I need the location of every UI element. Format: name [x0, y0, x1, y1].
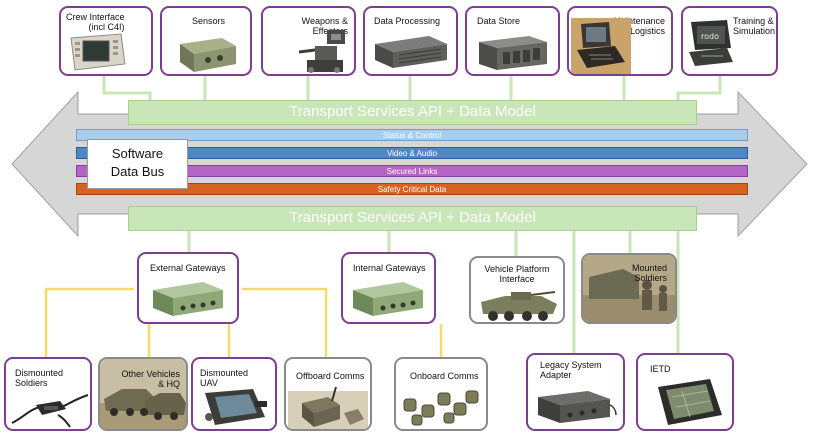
yellow-connectors	[44, 287, 443, 357]
vehicle-convoy-icon	[100, 359, 186, 429]
crew-interface-box[interactable]: Crew Interface (incl C4I)	[59, 6, 153, 76]
band-video-audio: Video & Audio	[76, 147, 748, 159]
sensors-box[interactable]: Sensors	[160, 6, 252, 76]
uav-controller-icon	[205, 389, 267, 425]
external-gateways-label: External Gateways	[150, 263, 226, 273]
vehicle-platform-interface-label: Vehicle Platform Interface	[484, 264, 550, 284]
training-laptop-icon: rodo	[689, 20, 733, 66]
bus-title-line2: Data Bus	[110, 164, 165, 179]
legacy-system-adapter-label: Legacy System Adapter	[540, 360, 602, 380]
radio-icon	[288, 386, 368, 429]
connector-training	[676, 76, 722, 100]
rack-server-icon	[375, 36, 447, 68]
weapon-station-icon	[298, 30, 345, 73]
connector-dismounted-soldiers	[44, 287, 134, 357]
soldier-hub-icon	[11, 394, 89, 428]
offboard-comms-label: Offboard Comms	[296, 371, 365, 381]
rugged-tablet-icon	[658, 379, 722, 425]
external-gateways-box[interactable]: External Gateways	[137, 252, 239, 324]
onboard-comms-label: Onboard Comms	[410, 371, 479, 381]
connectors-icon	[403, 390, 479, 426]
gateway-box-icon	[353, 282, 423, 316]
bus-title-line1: Software	[111, 146, 164, 161]
dismounted-uav-label: Dismounted UAV	[200, 368, 249, 388]
training-simulation-label: Training & Simulation	[733, 16, 776, 36]
dismounted-soldiers-box[interactable]: Dismounted Soldiers	[4, 357, 92, 431]
mounted-soldiers-label: Mounted Soldiers	[631, 263, 667, 283]
bus-arrow-shape	[11, 90, 808, 238]
rugged-laptop-icon	[571, 18, 631, 74]
dismounted-soldiers-label: Dismounted Soldiers	[15, 368, 64, 388]
mounted-soldiers-icon	[583, 255, 675, 322]
bottom-api-bar: Transport Services API + Data Model	[128, 206, 697, 231]
data-store-label: Data Store	[477, 16, 521, 26]
crew-interface-label: Crew Interface (incl C4I)	[66, 12, 125, 32]
data-processing-label: Data Processing	[374, 16, 441, 26]
offboard-comms-box[interactable]: Offboard Comms	[284, 357, 372, 431]
top-api-bar: Transport Services API + Data Model	[128, 100, 697, 125]
armoured-vehicle-icon	[481, 291, 557, 321]
onboard-comms-box[interactable]: Onboard Comms	[394, 357, 488, 431]
weapons-effectors-box[interactable]: Weapons & Effectors	[261, 6, 356, 76]
green-connectors	[102, 76, 722, 353]
ietd-box[interactable]: IETD	[636, 353, 734, 431]
dismounted-uav-box[interactable]: Dismounted UAV	[191, 357, 277, 431]
internal-gateways-label: Internal Gateways	[353, 263, 426, 273]
sensors-label: Sensors	[192, 16, 226, 26]
band-safety-critical: Safety Critical Data	[76, 183, 748, 195]
training-simulation-box[interactable]: Training & Simulation rodo	[681, 6, 778, 76]
vehicle-platform-interface-box[interactable]: Vehicle Platform Interface	[469, 256, 565, 324]
maintenance-logistics-box[interactable]: Maintenance & Logistics	[567, 6, 673, 76]
data-store-box[interactable]: Data Store	[465, 6, 560, 76]
ietd-label: IETD	[650, 364, 671, 374]
data-processing-box[interactable]: Data Processing	[363, 6, 458, 76]
other-vehicles-hq-label: Other Vehicles & HQ	[121, 369, 180, 389]
sensor-unit-icon	[180, 38, 236, 72]
connector-offboard-comms	[242, 287, 328, 357]
mounted-soldiers-box[interactable]: Mounted Soldiers	[581, 253, 677, 324]
adapter-box-icon	[538, 391, 617, 423]
other-vehicles-hq-box[interactable]: Other Vehicles & HQ	[98, 357, 188, 431]
band-status-control: Status & Control	[76, 129, 748, 141]
internal-gateways-box[interactable]: Internal Gateways	[341, 252, 436, 324]
gateway-box-icon	[153, 282, 223, 316]
connector-crew-interface	[102, 76, 152, 100]
touchscreen-terminal-icon	[70, 33, 126, 71]
software-data-bus-label: Software Data Bus	[87, 139, 188, 189]
band-secured-links: Secured Links	[76, 165, 748, 177]
svg-text:rodo: rodo	[701, 32, 719, 41]
storage-array-icon	[479, 36, 547, 70]
legacy-system-adapter-box[interactable]: Legacy System Adapter	[526, 353, 625, 431]
